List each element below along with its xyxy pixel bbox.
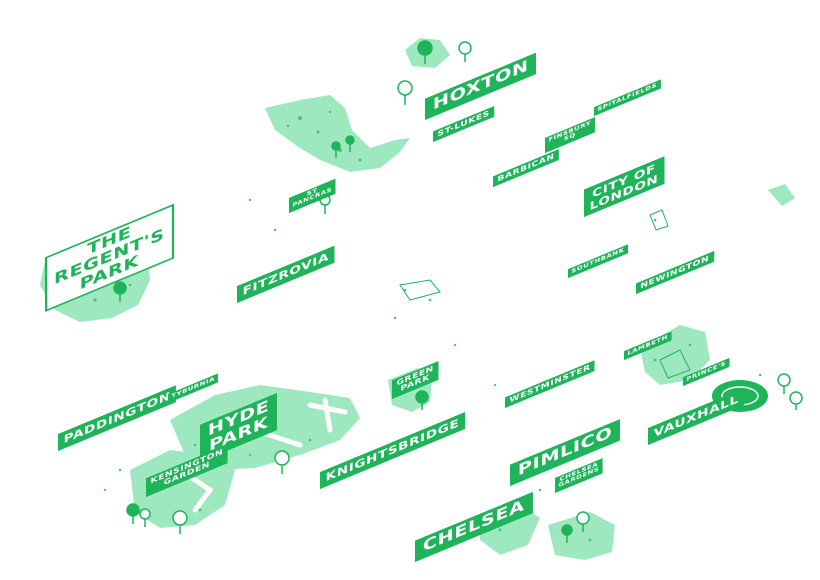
chelsea-gardens-area bbox=[548, 512, 615, 560]
tree-icon bbox=[415, 390, 429, 410]
building-outlines bbox=[399, 209, 691, 379]
tree-icon bbox=[417, 40, 433, 64]
tree-icon bbox=[345, 135, 355, 152]
tree-icon bbox=[576, 511, 590, 532]
tree-icon bbox=[172, 510, 188, 534]
tree-icon bbox=[561, 524, 573, 543]
tree-icon bbox=[789, 391, 803, 410]
trees bbox=[113, 40, 803, 543]
vauxhall-area bbox=[768, 184, 795, 206]
tree-icon bbox=[397, 80, 413, 105]
tree-icon bbox=[139, 508, 151, 527]
tree-icon bbox=[113, 281, 127, 302]
tree-icon bbox=[458, 41, 472, 62]
tree-icon bbox=[777, 373, 791, 394]
tree-icon bbox=[126, 503, 140, 524]
tree-icon bbox=[274, 450, 290, 474]
hoxton-park-area bbox=[265, 95, 410, 172]
tree-icon bbox=[331, 141, 341, 158]
